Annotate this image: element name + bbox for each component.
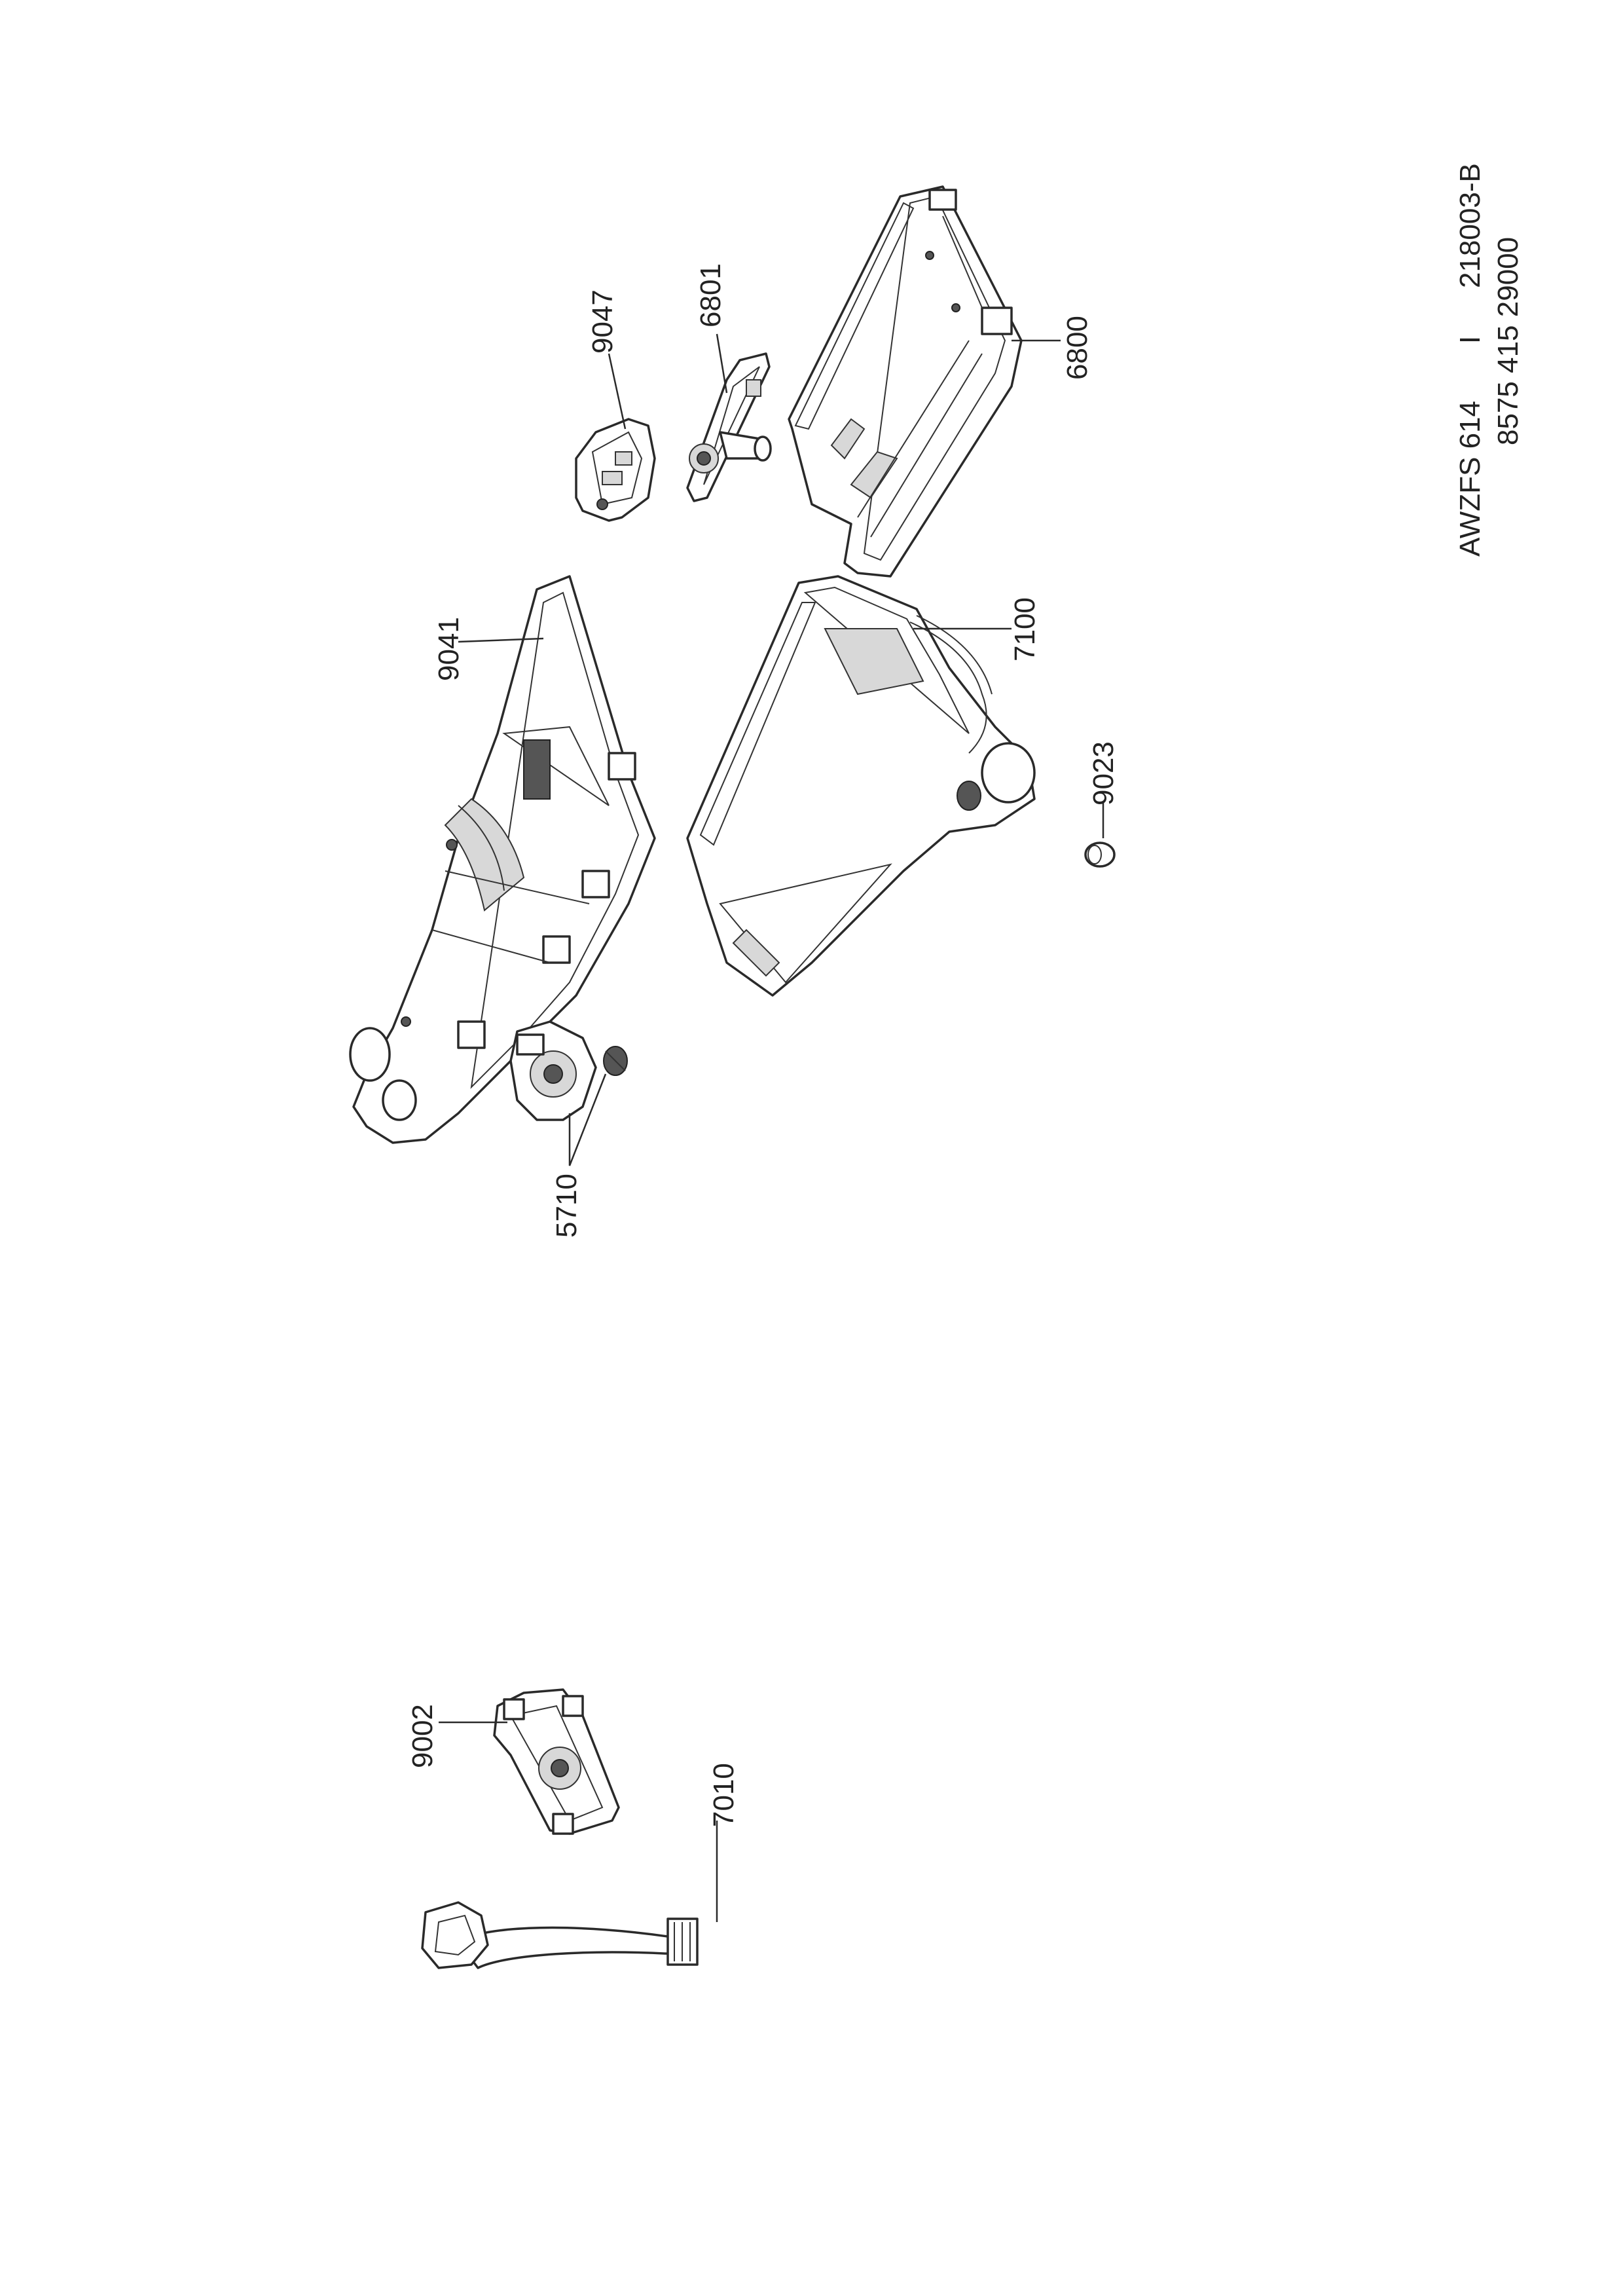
part-code-label: 8575 415 29000 bbox=[1492, 237, 1524, 445]
separator-label: I bbox=[1454, 336, 1486, 344]
part-label-9002: 9002 bbox=[407, 1704, 439, 1768]
drawing-number-label: 218003-B bbox=[1454, 163, 1486, 288]
part-9047-drawing bbox=[575, 418, 656, 522]
title-block: AWZFS 614 I 218003-B 8575 415 29000 bbox=[1454, 163, 1524, 557]
callout-9023: 9023 bbox=[1087, 741, 1120, 838]
part-9002-drawing bbox=[493, 1688, 620, 1835]
part-label-9041: 9041 bbox=[433, 617, 465, 681]
callout-5710: 5710 bbox=[551, 1073, 607, 1238]
callout-7100: 7100 bbox=[913, 597, 1041, 661]
callout-9041: 9041 bbox=[433, 617, 544, 681]
part-6800-drawing bbox=[788, 185, 1023, 578]
part-7010-drawing bbox=[421, 1901, 699, 1969]
part-6801-drawing bbox=[686, 352, 772, 502]
part-9023-drawing bbox=[1084, 842, 1116, 868]
callout-9047: 9047 bbox=[587, 289, 627, 430]
part-9041-drawing bbox=[349, 575, 656, 1144]
part-label-7100: 7100 bbox=[1009, 597, 1041, 661]
part-label-6801: 6801 bbox=[695, 263, 727, 327]
part-label-6800: 6800 bbox=[1061, 316, 1093, 380]
part-label-9047: 9047 bbox=[587, 289, 619, 354]
callout-6801: 6801 bbox=[695, 263, 728, 394]
callout-7010: 7010 bbox=[708, 1763, 740, 1922]
part-5710-drawing bbox=[509, 1020, 628, 1121]
part-label-7010: 7010 bbox=[708, 1763, 740, 1827]
model-label: AWZFS 614 bbox=[1454, 401, 1486, 557]
callout-6800: 6800 bbox=[1012, 316, 1093, 380]
part-7100-drawing bbox=[686, 575, 1036, 997]
callout-9002: 9002 bbox=[407, 1704, 507, 1768]
part-label-9023: 9023 bbox=[1087, 741, 1120, 805]
part-label-5710: 5710 bbox=[551, 1174, 583, 1238]
